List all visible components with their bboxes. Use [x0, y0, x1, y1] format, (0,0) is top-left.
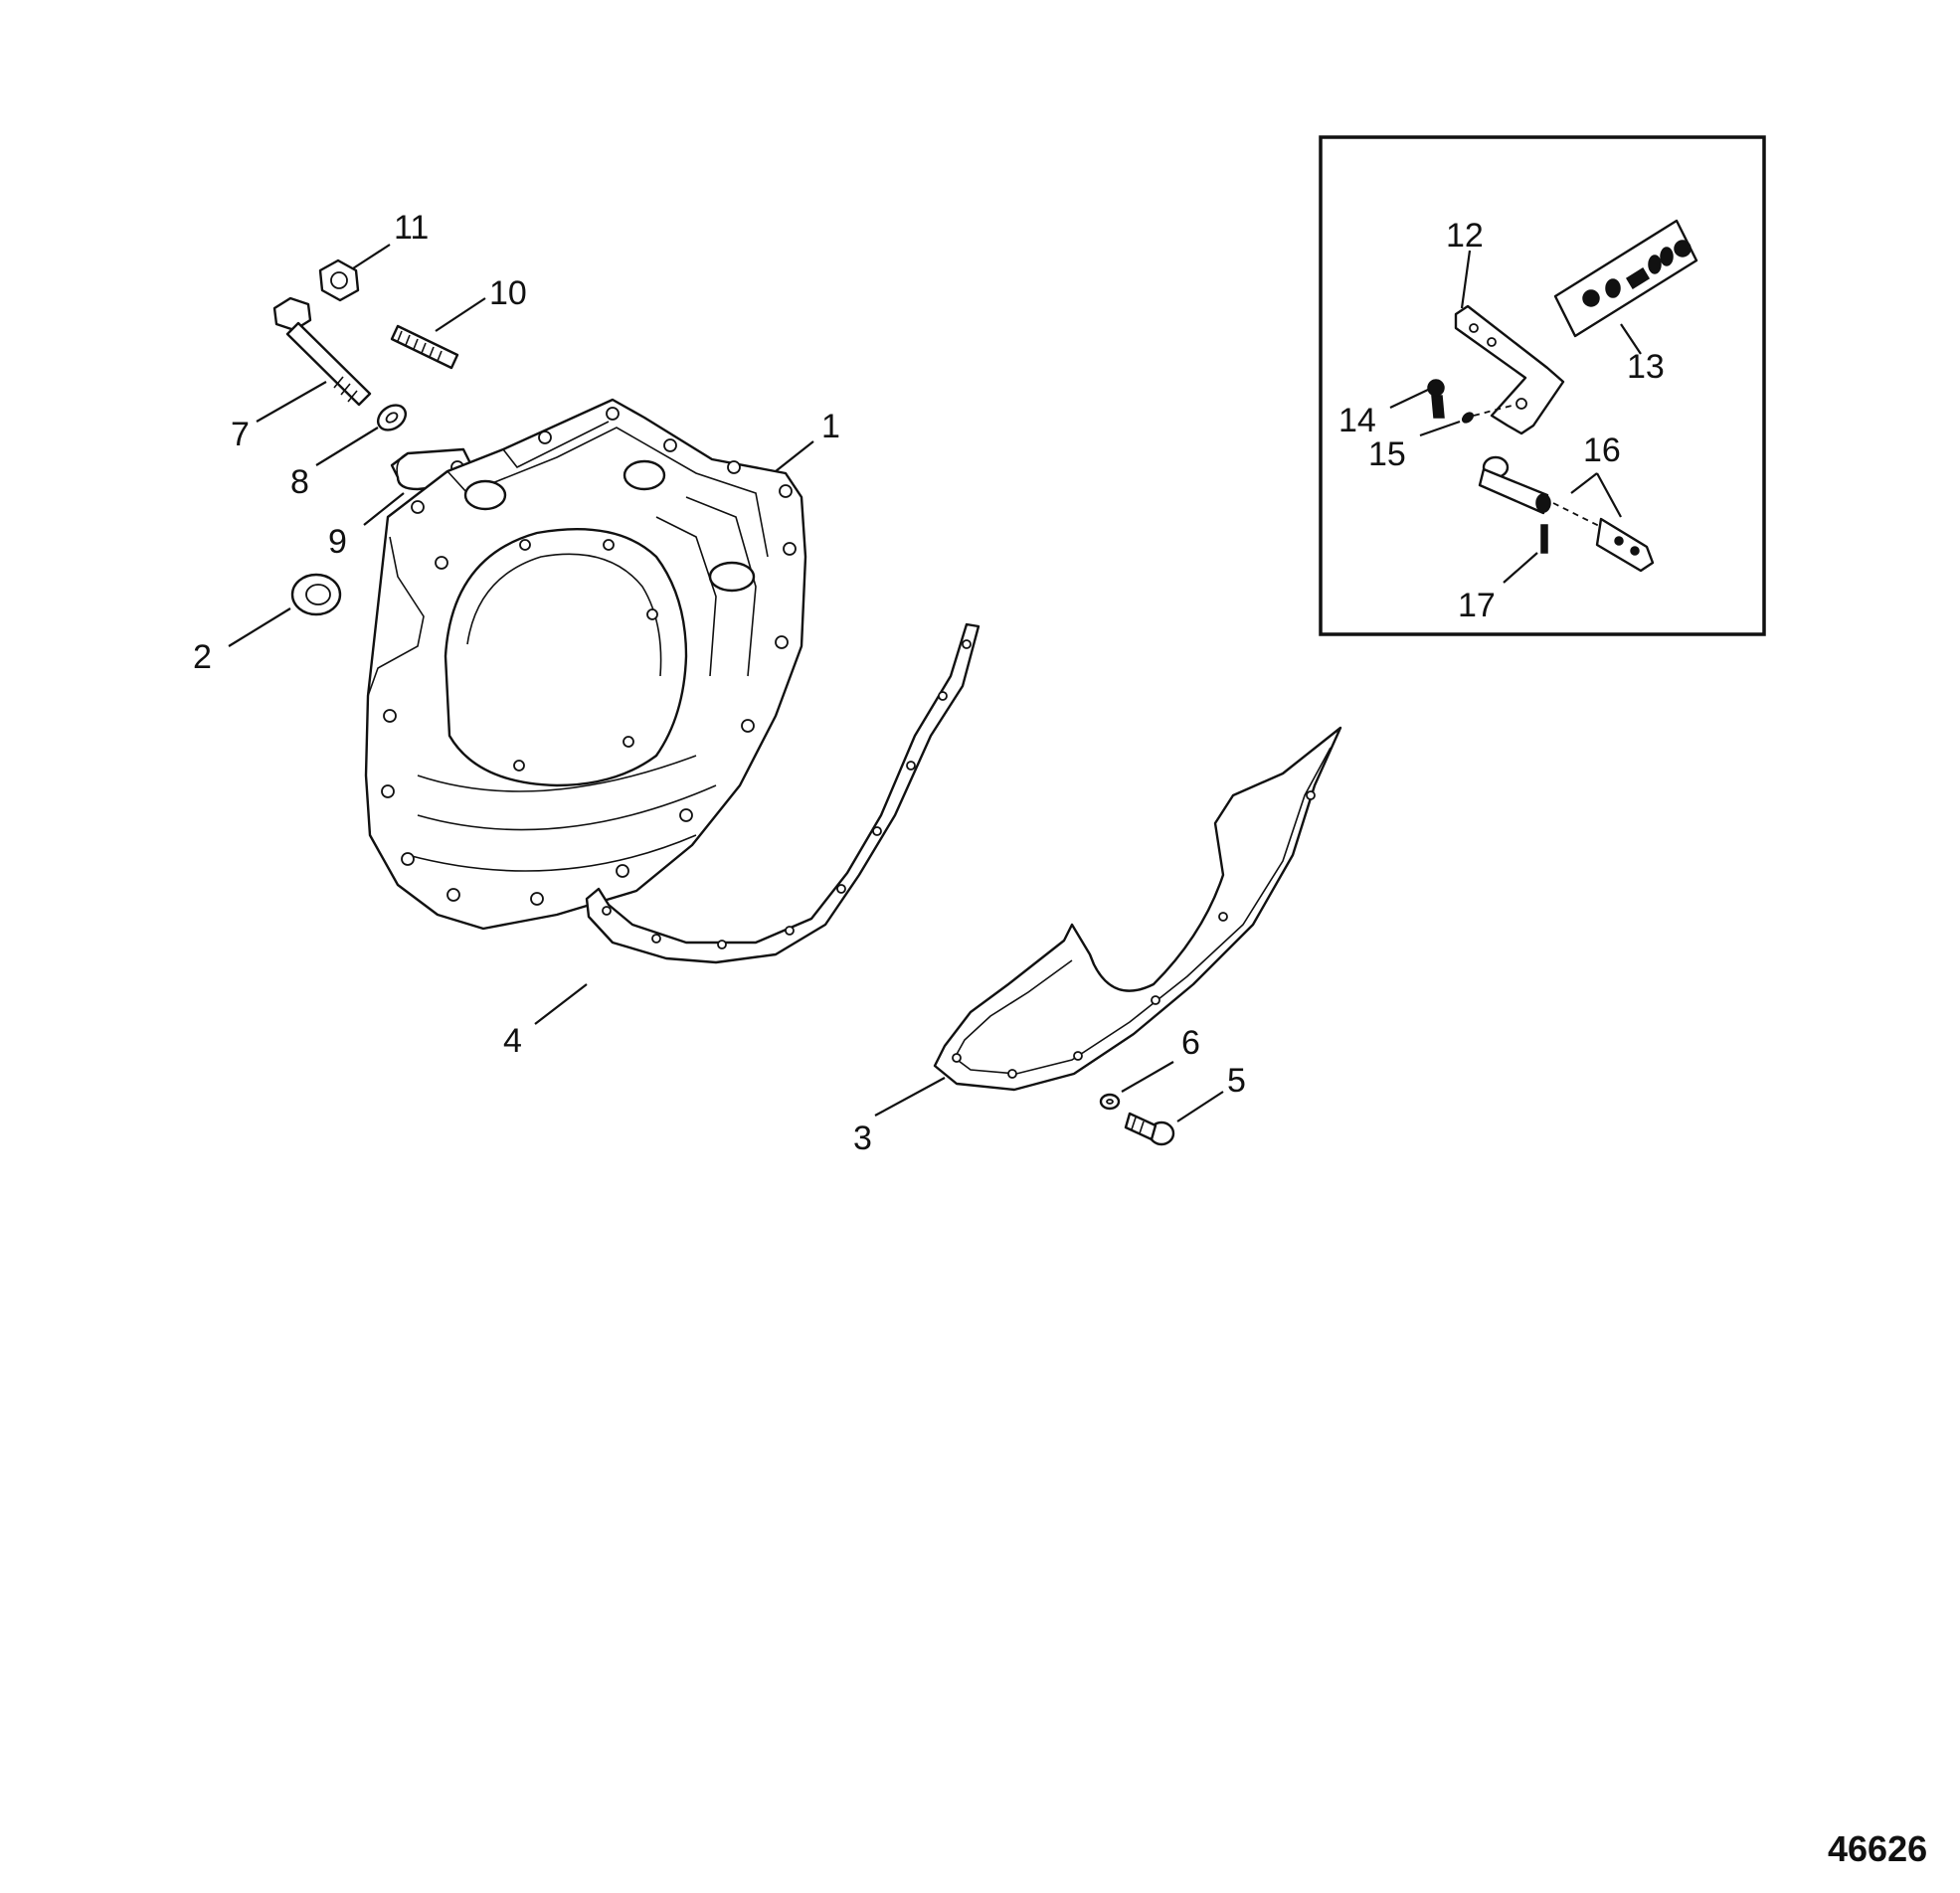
callout-17: 17 — [1458, 587, 1496, 624]
callout-1: 1 — [821, 408, 840, 445]
flywheel-housing-part — [364, 398, 814, 931]
cover-plate-part — [874, 726, 1342, 1117]
callout-3: 3 — [853, 1119, 872, 1157]
pin-part — [1503, 524, 1548, 584]
callout-16: 16 — [1583, 431, 1621, 469]
callout-15: 15 — [1368, 435, 1406, 473]
callout-12: 12 — [1446, 217, 1484, 255]
callout-2: 2 — [193, 638, 212, 676]
small-screw-part — [1389, 379, 1445, 419]
stud-part — [390, 297, 486, 370]
callout-4: 4 — [503, 1022, 522, 1060]
hardware-kit-part — [1553, 219, 1698, 355]
lock-washer-part — [1419, 405, 1513, 437]
callout-9: 9 — [328, 523, 347, 561]
callout-11: 11 — [394, 209, 429, 247]
small-washer-part — [1099, 1061, 1174, 1111]
callout-6: 6 — [1181, 1024, 1200, 1062]
linkage-part — [1478, 455, 1655, 573]
nut-part — [318, 244, 391, 302]
gasket-part — [534, 622, 980, 1025]
callout-14: 14 — [1338, 402, 1376, 439]
detail-inset — [1319, 135, 1766, 636]
bolt-part — [256, 296, 372, 423]
callout-7: 7 — [231, 416, 250, 453]
seal-part — [228, 573, 342, 647]
callout-5: 5 — [1227, 1062, 1246, 1100]
figure-number: 46626 — [1828, 1828, 1927, 1869]
bracket-part — [1454, 250, 1565, 435]
screw-part — [1124, 1091, 1224, 1146]
callout-13: 13 — [1627, 348, 1665, 386]
washer-part — [315, 404, 408, 466]
callout-8: 8 — [290, 463, 309, 501]
callout-10: 10 — [489, 274, 527, 312]
